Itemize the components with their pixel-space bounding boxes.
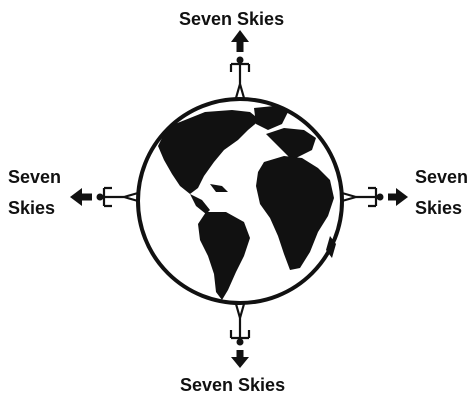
top-figure bbox=[231, 30, 249, 98]
arrow-down-icon bbox=[231, 350, 249, 368]
bottom-figure bbox=[231, 304, 249, 368]
right-label-line1: Seven bbox=[415, 162, 468, 193]
standing-person-icon bbox=[231, 304, 249, 346]
left-label-line2: Skies bbox=[8, 193, 61, 224]
right-label-line2: Skies bbox=[415, 193, 468, 224]
left-label: Seven Skies bbox=[8, 162, 61, 224]
standing-person-icon bbox=[342, 188, 384, 206]
right-label: Seven Skies bbox=[415, 162, 468, 224]
standing-person-icon bbox=[231, 57, 249, 99]
arrow-right-icon bbox=[388, 188, 408, 206]
earth-globe-icon bbox=[138, 99, 342, 303]
standing-person-icon bbox=[97, 188, 139, 206]
right-figure bbox=[342, 188, 408, 206]
bottom-label: Seven Skies bbox=[180, 370, 285, 401]
top-label: Seven Skies bbox=[179, 4, 284, 35]
left-label-line1: Seven bbox=[8, 162, 61, 193]
left-figure bbox=[70, 188, 138, 206]
arrow-left-icon bbox=[70, 188, 92, 206]
